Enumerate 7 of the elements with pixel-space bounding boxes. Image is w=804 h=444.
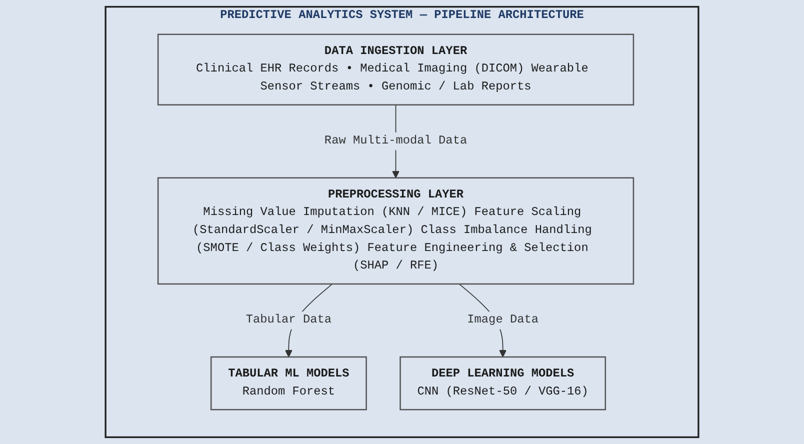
- node-box: DATA INGESTION LAYER Clinical EHR Records • Medical Imaging (DICOM) Wearable Sensor Streams • Genomic / Lab Reports: [157, 34, 634, 106]
- edge-label: Raw Multi-modal Data: [324, 134, 468, 148]
- node-box: PREPROCESSING LAYER Missing Value Imputation (KNN / MICE) Feature Scaling (StandardScaler / MinMaxScaler) Class Imbalance Handling (SMOTE / Class Weights) Feature Engineering & Selection (SHAP / RFE): [157, 177, 634, 285]
- node-box: DEEP LEARNING MODELS CNN (ResNet-50 / VGG-16): [400, 356, 606, 410]
- edge-label: Tabular Data: [246, 313, 332, 327]
- edge-label: Image Data: [467, 313, 538, 327]
- node-box: TABULAR ML MODELS Random Forest: [210, 356, 367, 410]
